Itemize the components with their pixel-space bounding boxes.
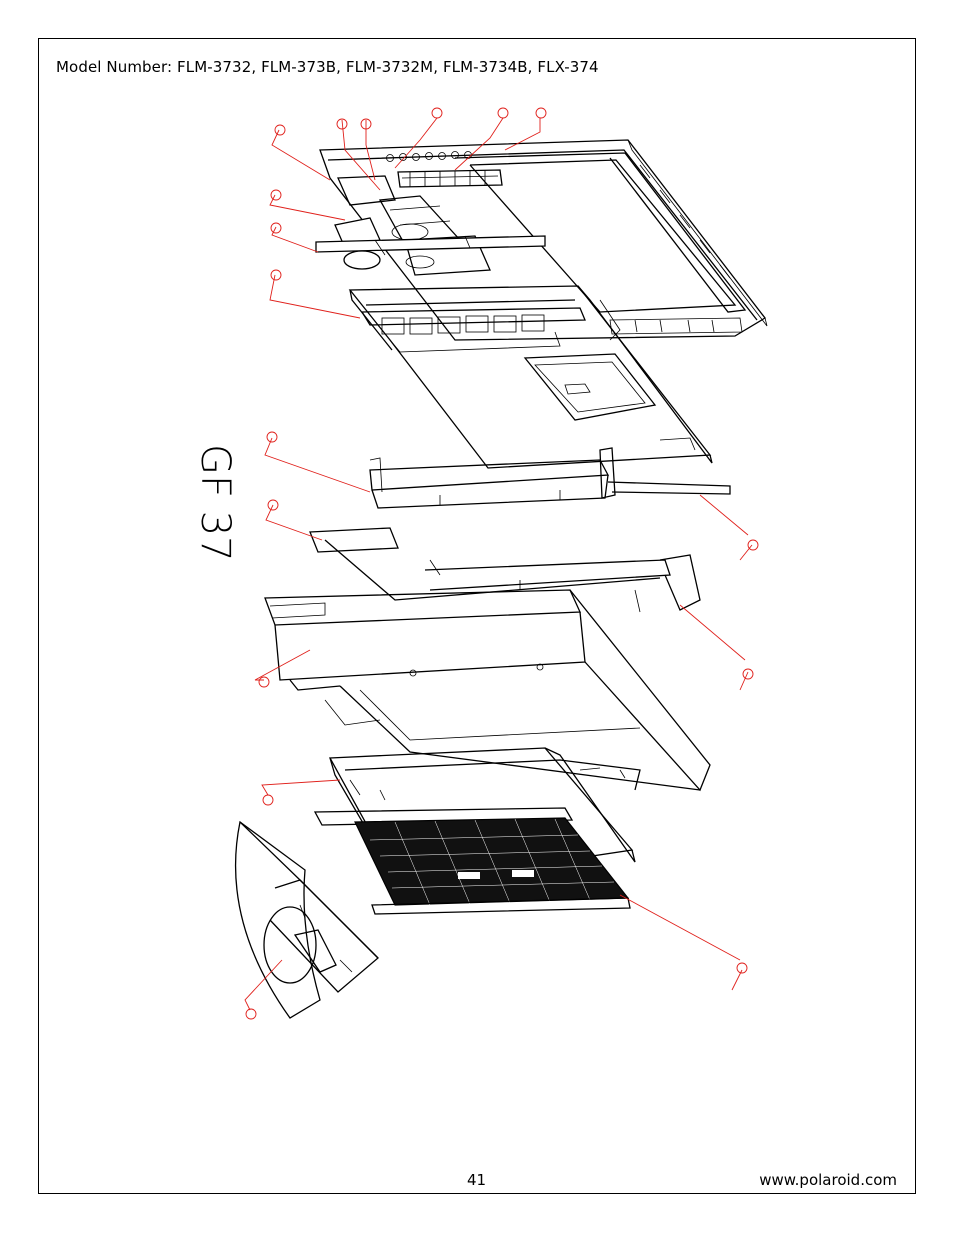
- vented-panel-part: [313, 807, 631, 915]
- model-side-label: GF 37: [192, 444, 238, 562]
- page-frame: [38, 38, 916, 1194]
- back-frame-part: [309, 527, 701, 613]
- callout-leaders: [244, 117, 753, 1011]
- main-chassis-part: [348, 285, 713, 469]
- speaker-assembly-part: [315, 217, 546, 270]
- stand-part: [234, 820, 379, 1019]
- page-number: 41: [467, 1171, 487, 1189]
- rear-housing-part: [264, 589, 711, 792]
- model-number-heading: Model Number: FLM-3732, FLM-373B, FLM-37…: [56, 58, 599, 76]
- website-link[interactable]: www.polaroid.com: [759, 1171, 897, 1189]
- lower-rail-part: [369, 447, 731, 509]
- callout-markers: [245, 107, 759, 1020]
